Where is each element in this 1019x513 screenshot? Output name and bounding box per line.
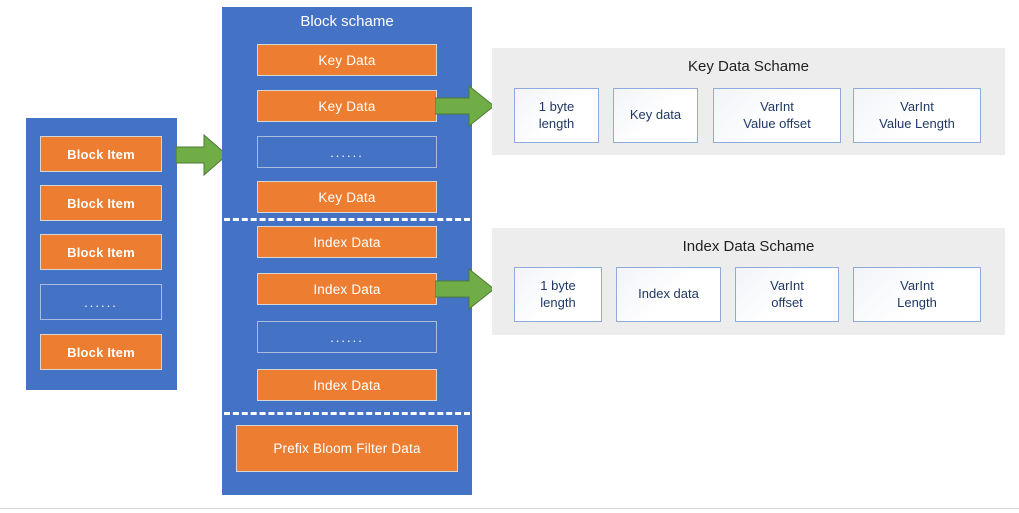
field-line-1: Key data bbox=[629, 107, 682, 123]
field-line-1: Index data bbox=[638, 286, 699, 302]
prefix-bloom-filter-box[interactable]: Prefix Bloom Filter Data bbox=[236, 425, 458, 472]
key-field-varint-value-length[interactable]: VarInt Value Length bbox=[853, 88, 981, 143]
key-data-scheme-title: Key Data Schame bbox=[688, 58, 809, 75]
index-data-label: Index Data bbox=[313, 377, 381, 393]
block-item-box-2[interactable]: Block Item bbox=[40, 185, 162, 221]
prefix-bloom-filter-label: Prefix Bloom Filter Data bbox=[273, 441, 421, 456]
block-item-label: Block Item bbox=[67, 195, 135, 211]
arrow-blockitem-to-blockscheme bbox=[175, 131, 228, 179]
field-line-1: VarInt bbox=[900, 99, 934, 115]
block-item-box-4[interactable]: Block Item bbox=[40, 334, 162, 370]
key-data-box-1[interactable]: Key Data bbox=[257, 44, 437, 76]
field-line-1: VarInt bbox=[770, 278, 804, 294]
key-field-varint-value-offset[interactable]: VarInt Value offset bbox=[713, 88, 841, 143]
key-data-ellipsis-box: ...... bbox=[257, 136, 437, 168]
key-data-label: Key Data bbox=[318, 189, 376, 205]
block-scheme-title: Block schame bbox=[300, 13, 394, 30]
key-data-box-2[interactable]: Key Data bbox=[257, 90, 437, 122]
field-line-2: length bbox=[540, 294, 576, 310]
block-item-label: Block Item bbox=[67, 244, 135, 260]
index-field-1-byte-length[interactable]: 1 byte length bbox=[514, 267, 602, 322]
block-item-label: Block Item bbox=[67, 344, 135, 360]
index-data-box-1[interactable]: Index Data bbox=[257, 226, 437, 258]
field-line-2: length bbox=[538, 115, 575, 131]
index-field-varint-offset[interactable]: VarInt offset bbox=[735, 267, 839, 322]
index-data-label: Index Data bbox=[313, 281, 381, 297]
index-data-box-3[interactable]: Index Data bbox=[257, 369, 437, 401]
field-line-1: 1 byte bbox=[538, 99, 575, 115]
key-data-label: Key Data bbox=[318, 98, 376, 114]
index-field-varint-length[interactable]: VarInt Length bbox=[853, 267, 981, 322]
block-item-box-3[interactable]: Block Item bbox=[40, 234, 162, 270]
key-data-box-3[interactable]: Key Data bbox=[257, 181, 437, 213]
ellipsis-label: ...... bbox=[330, 144, 364, 160]
field-line-1: 1 byte bbox=[540, 278, 576, 294]
key-field-1-byte-length[interactable]: 1 byte length bbox=[514, 88, 599, 143]
index-data-box-2[interactable]: Index Data bbox=[257, 273, 437, 305]
key-data-label: Key Data bbox=[318, 52, 376, 68]
block-item-ellipsis-box: ...... bbox=[40, 284, 162, 320]
key-index-divider bbox=[224, 218, 470, 221]
field-line-2: Length bbox=[897, 294, 937, 310]
field-line-1: VarInt bbox=[900, 278, 934, 294]
field-line-2: Value offset bbox=[743, 115, 811, 131]
ellipsis-label: ...... bbox=[330, 329, 364, 345]
index-data-label: Index Data bbox=[313, 234, 381, 250]
block-item-label: Block Item bbox=[67, 146, 135, 162]
block-item-box-1[interactable]: Block Item bbox=[40, 136, 162, 172]
field-line-1: VarInt bbox=[760, 99, 794, 115]
index-bloom-divider bbox=[224, 412, 470, 415]
index-data-ellipsis-box: ...... bbox=[257, 321, 437, 353]
index-data-scheme-title: Index Data Schame bbox=[682, 238, 815, 255]
index-field-index-data[interactable]: Index data bbox=[616, 267, 721, 322]
field-line-2: offset bbox=[771, 294, 803, 310]
key-field-key-data[interactable]: Key data bbox=[613, 88, 698, 143]
arrow-keydata-to-keyscheme bbox=[434, 82, 495, 130]
ellipsis-label: ...... bbox=[84, 294, 118, 310]
bottom-divider bbox=[0, 508, 1019, 509]
field-line-2: Value Length bbox=[879, 115, 955, 131]
arrow-indexdata-to-indexscheme bbox=[434, 265, 495, 313]
